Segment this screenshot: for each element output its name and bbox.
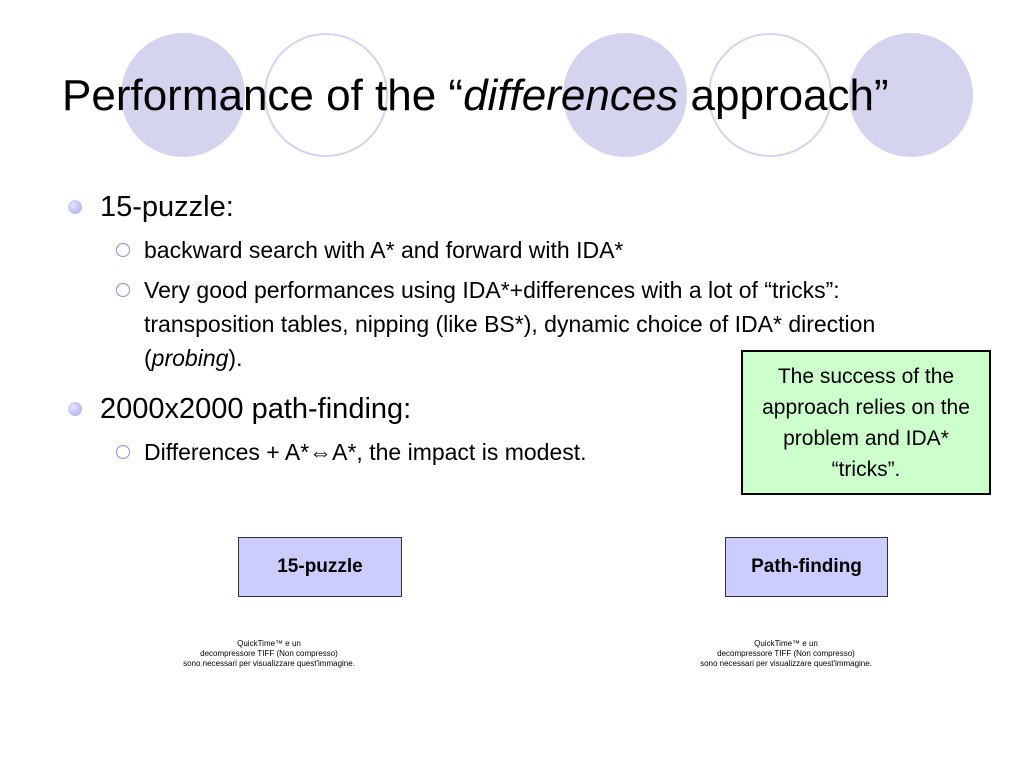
placeholder-line: sono necessari per visualizzare quest'im…	[183, 659, 355, 668]
title-suffix: approach”	[678, 71, 889, 120]
decor-circle-5	[849, 33, 973, 157]
bullet-list: 15-puzzle: backward search with A* and f…	[66, 187, 966, 483]
callout-box: The success of the approach relies on th…	[741, 350, 991, 495]
sub-bullet-text: backward search with A* and forward with…	[144, 237, 624, 263]
placeholder-line: decompressore TIFF (Non compresso)	[717, 649, 855, 658]
sub-bullet-ring-icon	[116, 445, 130, 459]
sub-bullet-ring-icon	[116, 243, 130, 257]
title-prefix: Performance of the “	[62, 71, 464, 120]
slide-title: Performance of the “differences approach…	[62, 66, 889, 126]
bullet-dot-icon	[68, 402, 82, 416]
node-15-puzzle: 15-puzzle	[238, 537, 402, 597]
sub-bullet-emphasis: probing	[151, 345, 229, 371]
node-path-finding: Path-finding	[725, 537, 888, 597]
bullet-text: 2000x2000 path-finding:	[100, 393, 412, 425]
decor-circle-4	[708, 33, 832, 157]
placeholder-line: sono necessari per visualizzare quest'im…	[700, 659, 872, 668]
sub-bullet-list: Differences + A*⇔A*, the impact is modes…	[114, 435, 966, 469]
quicktime-placeholder-left: QuickTime™ e un decompressore TIFF (Non …	[139, 639, 399, 669]
sub-bullet-text-end: ).	[228, 345, 243, 371]
placeholder-line: decompressore TIFF (Non compresso)	[200, 649, 338, 658]
sub-bullet-text: Very good performances using IDA*+differ…	[144, 273, 934, 375]
bullet-path-finding: 2000x2000 path-finding:	[66, 389, 966, 429]
decor-circle-2	[264, 33, 388, 157]
title-emphasis: differences	[463, 71, 679, 120]
bullet-dot-icon	[68, 200, 82, 214]
sub-bullet: Differences + A*⇔A*, the impact is modes…	[114, 435, 966, 469]
sub-bullet: backward search with A* and forward with…	[114, 233, 966, 267]
bullet-text: 15-puzzle:	[100, 191, 234, 223]
decor-circle-1	[121, 33, 245, 157]
quicktime-placeholder-right: QuickTime™ e un decompressore TIFF (Non …	[656, 639, 916, 669]
bullet-15-puzzle: 15-puzzle:	[66, 187, 966, 227]
sub-bullet-text-main: Very good performances using IDA*+differ…	[144, 277, 876, 371]
sub-bullet-list: backward search with A* and forward with…	[114, 233, 966, 375]
sub-bullet: Very good performances using IDA*+differ…	[114, 273, 966, 375]
decor-circle-3	[563, 33, 687, 157]
sub-bullet-text: Differences + A*⇔A*, the impact is modes…	[144, 439, 587, 465]
placeholder-line: QuickTime™ e un	[237, 639, 301, 648]
sub-bullet-ring-icon	[116, 283, 130, 297]
placeholder-line: QuickTime™ e un	[754, 639, 818, 648]
